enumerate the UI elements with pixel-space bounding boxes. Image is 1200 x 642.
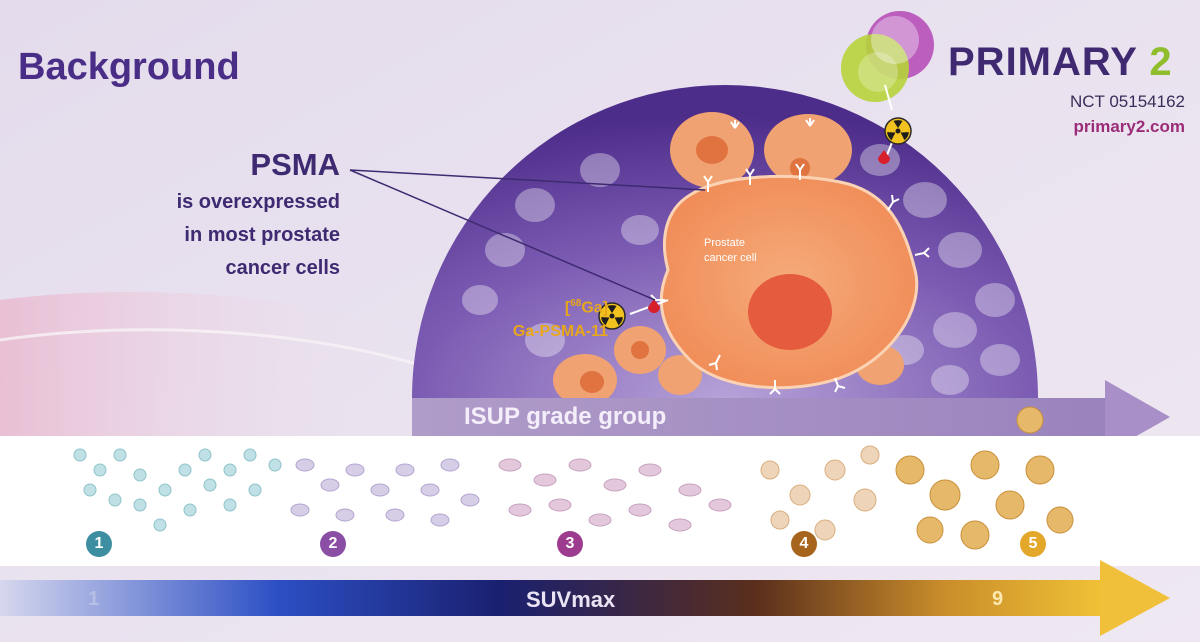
tracer-name: Ga-PSMA-11 <box>512 323 608 341</box>
primary2-logo-icon <box>841 11 934 111</box>
logo-name-part1: PRIMARY <box>948 40 1138 84</box>
suvmax-min-label: 1 <box>88 588 100 610</box>
grade-badge-3: 3 <box>557 531 583 557</box>
background-wave <box>0 291 420 440</box>
suvmax-arrow <box>0 560 1170 636</box>
tracer-symbol: Ga] <box>581 299 608 317</box>
logo-name-part2: 2 <box>1137 40 1173 84</box>
cell-label-line-1: Prostate <box>704 237 745 249</box>
psma-heading: PSMA <box>250 147 340 182</box>
radiation-icon <box>598 302 626 330</box>
gleason-cell-illustrations <box>73 406 1074 550</box>
suvmax-label: SUVmax <box>526 587 616 612</box>
tracer-mass-number: 68 <box>570 298 582 309</box>
grade-badge-4: 4 <box>791 531 817 557</box>
tracer-label: [68Ga] Ga-PSMA-11 <box>468 292 608 344</box>
psma-line-1: is overexpressed <box>176 191 340 213</box>
psma-receptors <box>650 118 930 395</box>
trial-id: NCT 05154162 <box>1070 92 1185 111</box>
cell-nucleus <box>748 274 832 350</box>
primary2-logo-text: PRIMARY 2 <box>948 40 1173 85</box>
slide-title: Background <box>18 46 240 88</box>
grade-badge-2: 2 <box>320 531 346 557</box>
grade-badge-1: 1 <box>86 531 112 557</box>
website-link[interactable]: primary2.com <box>1073 117 1186 136</box>
psma-line-2: in most prostate <box>184 224 340 246</box>
cell-label-line-2: cancer cell <box>704 252 757 264</box>
cell-label: Prostate cancer cell <box>704 236 757 266</box>
isup-label: ISUP grade group <box>464 403 667 430</box>
radiation-icon <box>884 117 912 145</box>
radiotracer-molecule-left <box>629 299 669 315</box>
tracer-bracket: [ <box>564 299 571 317</box>
tumor-dome <box>412 85 1038 406</box>
suvmax-max-label: 9 <box>992 588 1004 610</box>
psma-callout: PSMA is overexpressed in most prostate c… <box>170 146 340 283</box>
psma-line-3: cancer cells <box>225 257 340 279</box>
isup-arrow <box>412 380 1170 454</box>
grade-badge-5: 5 <box>1020 531 1046 557</box>
psma-pointer-lines <box>349 169 706 301</box>
